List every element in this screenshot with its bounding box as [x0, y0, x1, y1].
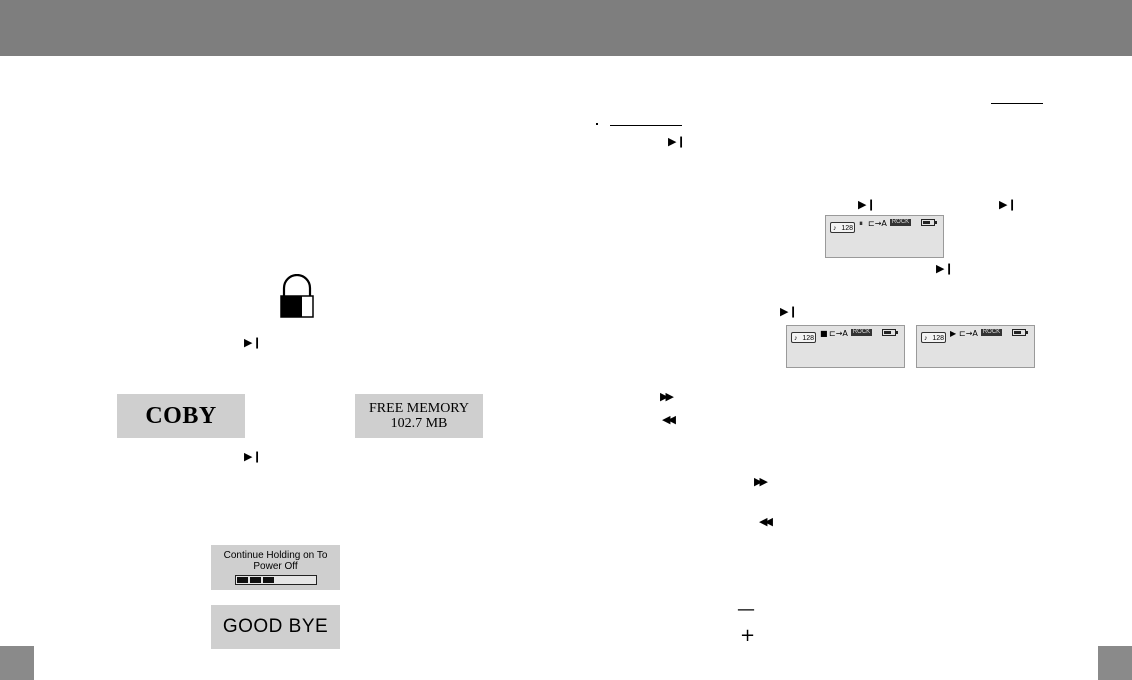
boot-logo-screen: COBY — [117, 394, 245, 438]
music-note-icon: ♪ — [794, 335, 798, 342]
music-note-icon: ♪ — [833, 225, 837, 232]
repeat-indicator: ⊏→A — [868, 219, 887, 228]
free-memory-value: 102.7 MB — [390, 416, 448, 431]
rewind-icon: ◀◀ — [759, 515, 773, 528]
header-bar — [0, 0, 1132, 56]
fast-forward-icon: ▶▶ — [660, 390, 674, 403]
play-pause-icon: ▶❙ — [780, 305, 798, 318]
music-note-icon: ♪ — [924, 335, 928, 342]
underline-rule — [991, 103, 1043, 104]
rewind-icon: ◀◀ — [662, 413, 676, 426]
play-pause-icon: ▶❙ — [668, 135, 686, 148]
play-pause-icon: ▶❙ — [244, 336, 262, 349]
page-tab-right — [1098, 646, 1132, 680]
power-off-progress-fill — [236, 577, 315, 583]
goodbye-text: GOOD BYE — [222, 616, 329, 637]
repeat-mode: A — [842, 329, 848, 338]
play-pause-icon: ▶❙ — [858, 198, 876, 211]
repeat-mode: A — [972, 329, 978, 338]
bitrate-value: 128 — [841, 225, 853, 232]
power-off-progress-bar — [234, 575, 317, 585]
battery-icon — [1012, 329, 1028, 336]
bitrate-value: 128 — [932, 335, 944, 342]
fast-forward-icon: ▶▶ — [754, 475, 768, 488]
bitrate-badge: ♪ 128 — [921, 332, 946, 343]
repeat-indicator: ⊏→A — [959, 329, 978, 338]
bitrate-badge: ♪ 128 — [791, 332, 816, 343]
bitrate-value: 128 — [802, 335, 814, 342]
eq-badge: ROCK — [851, 329, 872, 336]
play-status-icon: ▶ — [950, 329, 957, 338]
power-off-line1: Continue Holding on To — [223, 550, 328, 561]
power-off-screen: Continue Holding on To Power Off — [211, 545, 340, 590]
boot-logo-text: COBY — [145, 402, 217, 429]
play-pause-icon: ▶❙ — [999, 198, 1017, 211]
progress-segment — [249, 577, 261, 583]
eq-badge: ROCK — [981, 329, 1002, 336]
play-pause-icon: ▶❙ — [244, 450, 262, 463]
free-memory-label: FREE MEMORY — [369, 401, 469, 416]
play-pause-icon: ▶❙ — [936, 262, 954, 275]
power-off-line2: Power Off — [253, 561, 298, 572]
lcd-screen-playing: ♪ 128 ▶ ⊏→A ROCK — [916, 325, 1035, 368]
dot-mark — [596, 123, 598, 125]
stop-status-icon: ■ — [820, 329, 828, 338]
pause-status-icon: ⏸ — [859, 219, 863, 228]
progress-segment — [262, 577, 274, 583]
lcd-screen-paused: ♪ 128 ⏸ ⊏→A ROCK — [825, 215, 944, 258]
eq-badge: ROCK — [890, 219, 911, 226]
minus-icon: — — [737, 599, 755, 620]
plus-icon: + — [740, 625, 756, 646]
underline-rule — [610, 125, 682, 126]
page-tab-left — [0, 646, 34, 680]
goodbye-screen: GOOD BYE — [211, 605, 340, 649]
repeat-mode: A — [881, 219, 887, 228]
lcd-screen-stopped: ♪ 128 ■ ⊏→A ROCK — [786, 325, 905, 368]
lock-icon — [279, 273, 315, 318]
battery-icon — [921, 219, 937, 226]
bitrate-badge: ♪ 128 — [830, 222, 855, 233]
battery-icon — [882, 329, 898, 336]
repeat-indicator: ⊏→A — [829, 329, 848, 338]
free-memory-screen: FREE MEMORY 102.7 MB — [355, 394, 483, 438]
progress-segment — [236, 577, 248, 583]
